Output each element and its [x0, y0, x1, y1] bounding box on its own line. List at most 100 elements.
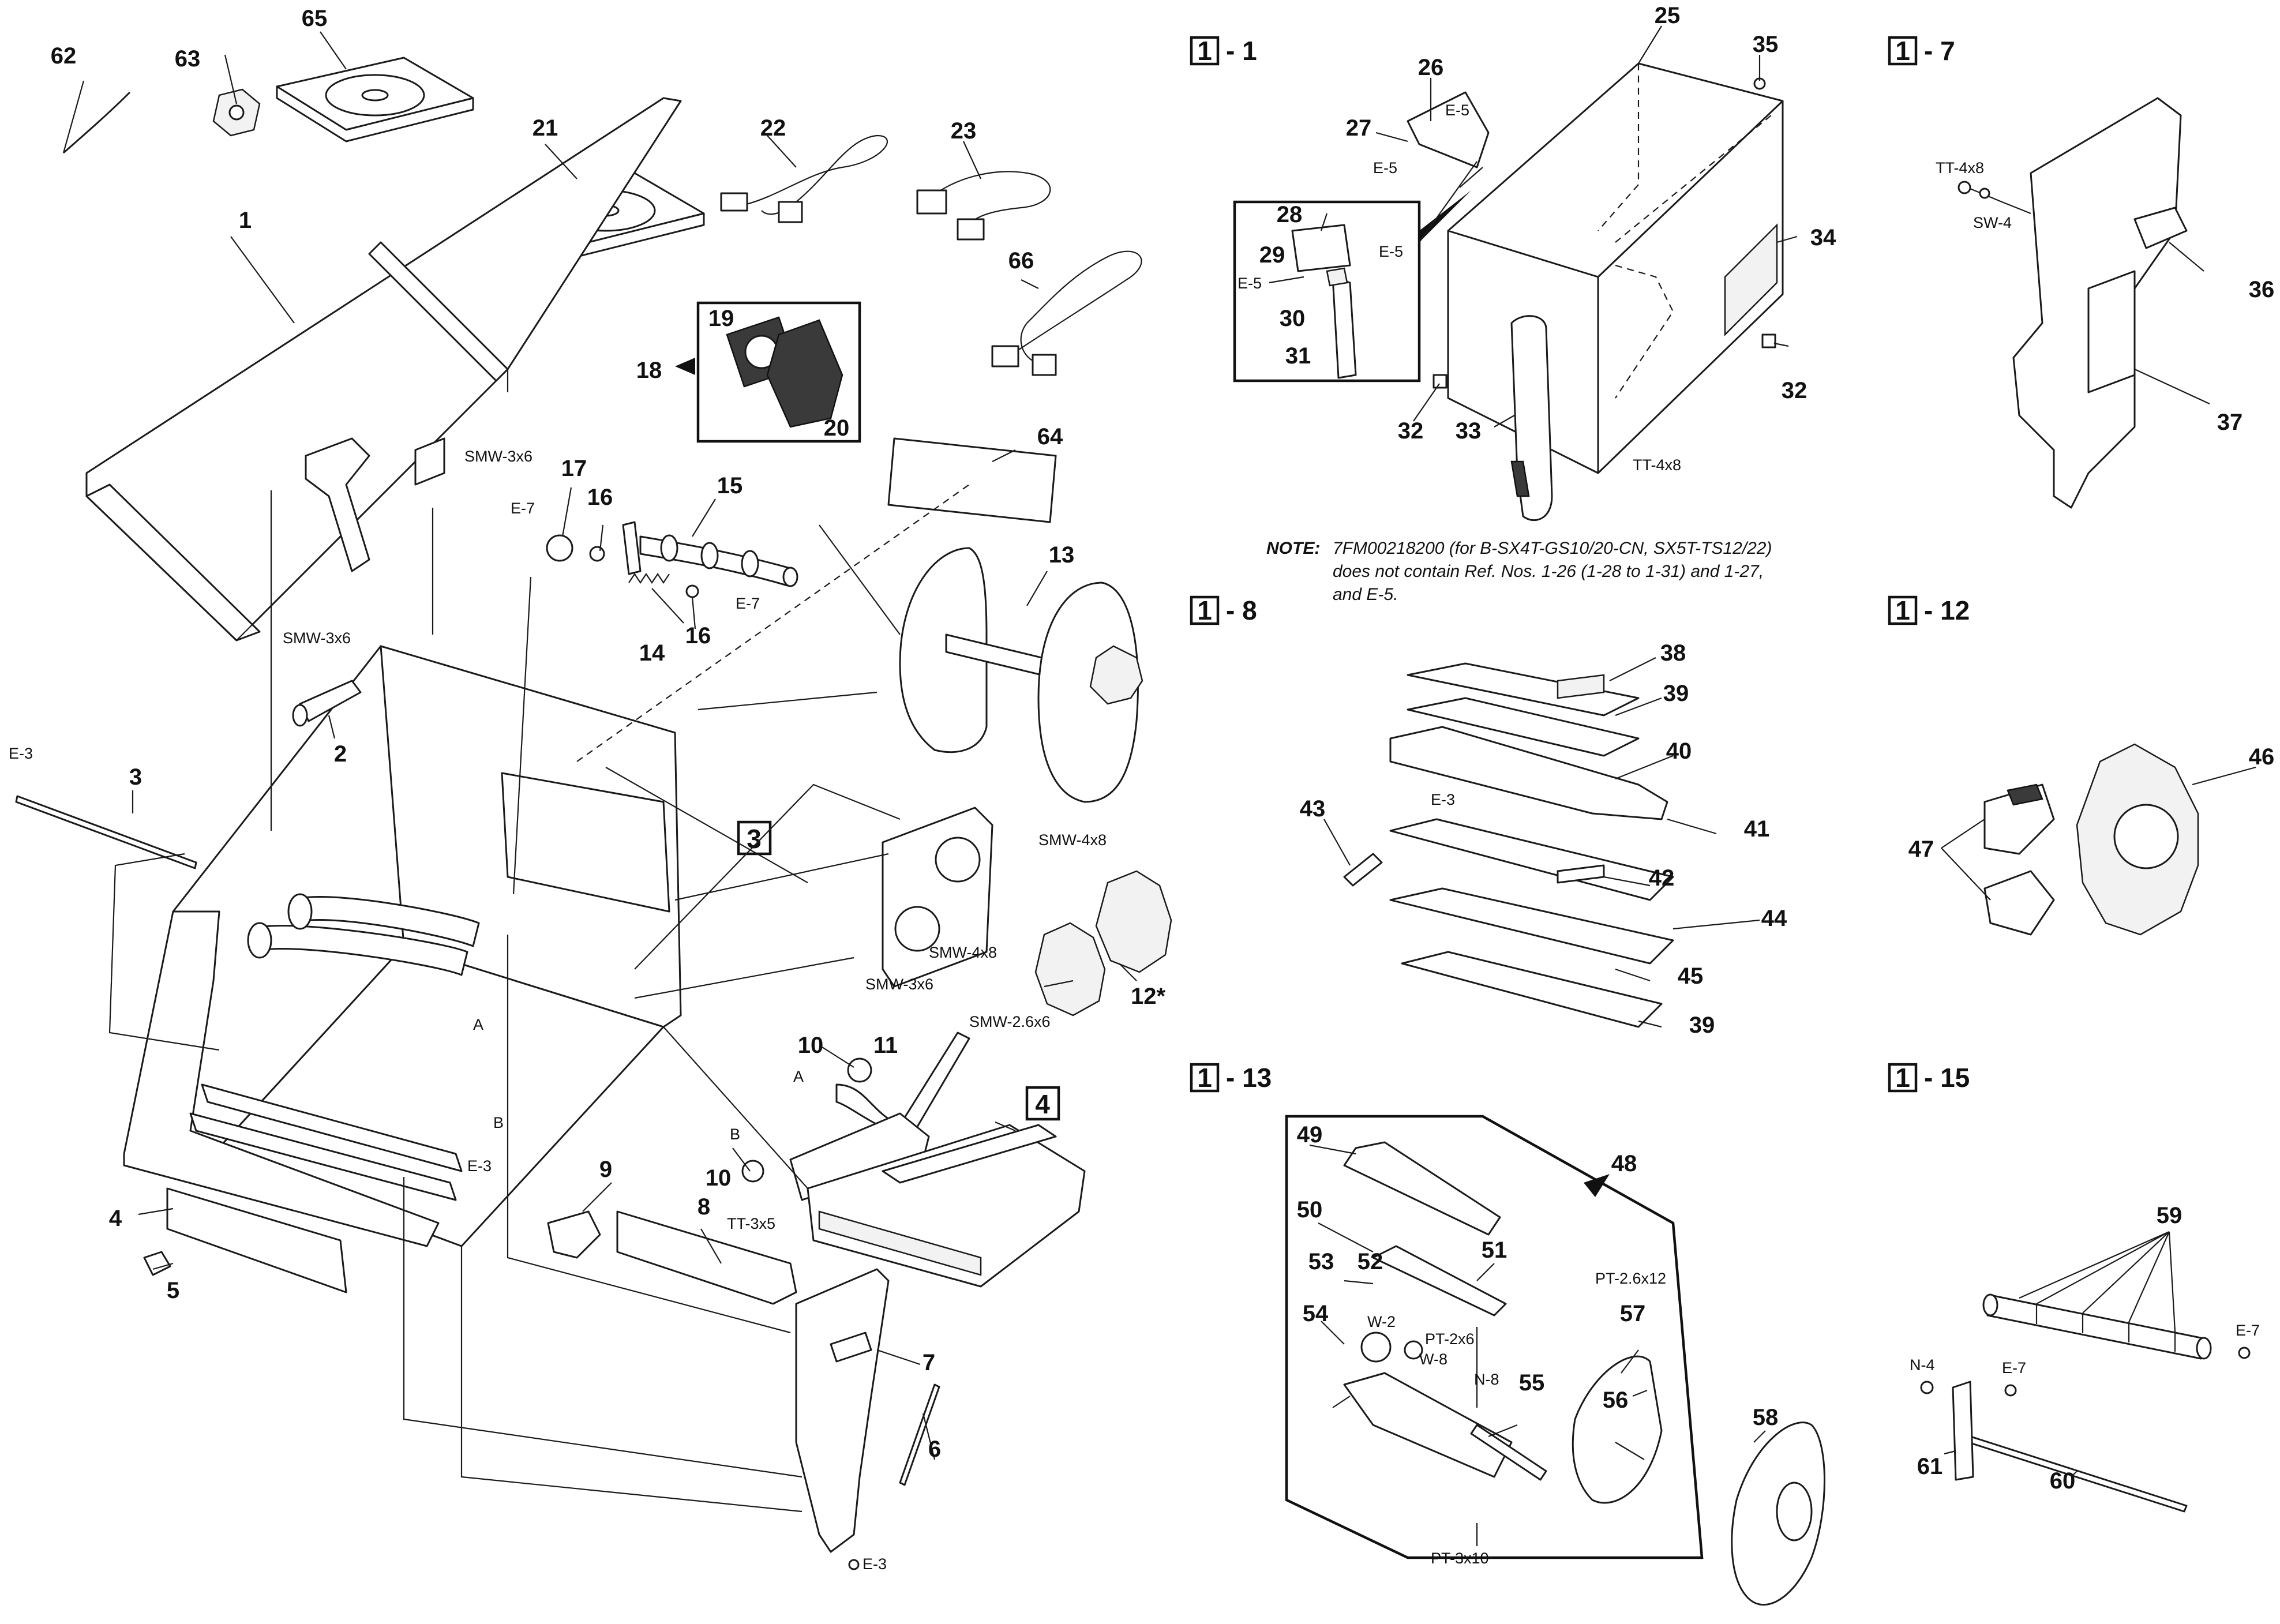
hw-e3-a: E-3 [9, 745, 33, 762]
label-57: 57 [1620, 1301, 1646, 1326]
pointer-48 [1584, 1174, 1610, 1197]
label-61: 61 [1917, 1454, 1943, 1479]
label-12: 12* [1131, 984, 1165, 1009]
sensor-part-2 [292, 680, 362, 727]
e-ring-e3-c [848, 1559, 860, 1570]
washer-part-16b [685, 584, 699, 598]
hw-tt-3x5: TT-3x5 [727, 1215, 775, 1232]
label-36: 36 [2249, 277, 2275, 302]
hw-pt-2.6x12: PT-2.6x12 [1595, 1270, 1666, 1287]
washer-part-17 [546, 534, 573, 562]
label-6: 6 [928, 1437, 941, 1462]
label-46: 46 [2249, 744, 2275, 770]
label-21: 21 [532, 115, 558, 141]
point-a-2: A [793, 1068, 804, 1085]
label-64: 64 [1037, 424, 1063, 449]
bracket-part-7 [795, 1268, 890, 1553]
label-17: 17 [561, 456, 587, 481]
label-47: 47 [1908, 837, 1934, 862]
label-15: 15 [717, 473, 743, 498]
hw-smw-4x8-a: SMW-4x8 [1038, 831, 1107, 849]
flange-part-58 [1731, 1422, 1825, 1606]
rubber-foot-part-32a [1432, 374, 1447, 389]
spring-part-14 [628, 573, 670, 584]
hinge-detail-leader [1419, 161, 1477, 243]
section-1-8-box-num: 1 [1197, 595, 1212, 625]
label-13: 13 [1049, 542, 1075, 568]
section-1-12-box-num: 1 [1895, 595, 1910, 625]
label-26: 26 [1418, 55, 1444, 80]
section-1-8-suffix: - 8 [1226, 595, 1257, 625]
main-frame [123, 645, 682, 1247]
section-1-7-box-num: 1 [1895, 36, 1910, 66]
section-1-1-suffix: - 1 [1226, 36, 1257, 66]
knob-assembly-part-46 [2076, 743, 2199, 936]
roller-shaft-part-15 [622, 521, 798, 587]
hw-e3-c: E-3 [862, 1555, 887, 1573]
label-38: 38 [1660, 640, 1686, 666]
label-35: 35 [1753, 32, 1779, 57]
bushing-part-10a [847, 1057, 872, 1083]
note-label: NOTE: [1266, 539, 1320, 558]
hw-smw-3x6-c: SMW-3x6 [865, 976, 933, 993]
holder-part-47 [1983, 783, 2055, 936]
label-28: 28 [1277, 202, 1303, 227]
label-10a: 10 [798, 1033, 824, 1058]
fan-assembly-box [696, 301, 861, 443]
label-8: 8 [697, 1194, 710, 1220]
guide-part-8 [616, 1210, 797, 1305]
bushing-part-10b [741, 1160, 764, 1183]
section-1-8-leaders [1323, 657, 1760, 1028]
label-2: 2 [334, 741, 347, 767]
label-33: 33 [1456, 418, 1482, 444]
connector-lines [108, 490, 901, 1513]
label-16b: 16 [685, 623, 711, 648]
section-1-13-outline [1285, 1115, 1704, 1559]
hw-e3-b: E-3 [467, 1157, 492, 1175]
point-a-1: A [473, 1016, 483, 1033]
label-11: 11 [873, 1033, 898, 1058]
section-1-1-leaders [1320, 25, 1798, 427]
filter-part-20 [766, 319, 843, 428]
section-1-1-box [1190, 36, 1220, 66]
handle-part-36 [2133, 207, 2188, 249]
label-1: 1 [239, 208, 252, 233]
label-3: 3 [129, 764, 142, 790]
e-ring-e7-d [2238, 1347, 2251, 1359]
label-23: 23 [951, 118, 977, 144]
label-32a: 32 [1398, 418, 1424, 444]
section-1-13-box [1190, 1063, 1220, 1093]
hinge-detail-box [1233, 200, 1421, 382]
label-54: 54 [1303, 1301, 1329, 1326]
cd-case-part-65 [276, 57, 474, 142]
hw-n-4: N-4 [1910, 1356, 1935, 1374]
hinge-part-26 [1407, 91, 1490, 168]
nut-n-4 [1920, 1381, 1934, 1394]
label-44: 44 [1761, 906, 1787, 931]
label-42: 42 [1649, 865, 1675, 891]
label-40: 40 [1666, 738, 1692, 764]
foot-part-5 [143, 1251, 171, 1276]
shaft-part-3 [15, 795, 197, 869]
shaft-part-6 [899, 1383, 940, 1486]
label-29: 29 [1259, 242, 1285, 268]
label-39b: 39 [1689, 1012, 1715, 1038]
section-1-15-leaders [1944, 1231, 2176, 1477]
section-1-7-suffix: - 7 [1924, 36, 1955, 66]
label-30: 30 [1280, 306, 1306, 331]
label-41: 41 [1744, 816, 1770, 842]
label-part-64 [887, 437, 1057, 523]
label-20: 20 [824, 415, 850, 441]
hw-smw-4x8-b: SMW-4x8 [929, 944, 997, 961]
hw-smw-3x6-a: SMW-3x6 [464, 448, 532, 465]
hw-e3-d: E-3 [1431, 791, 1455, 808]
media-holder-part-13 [899, 547, 1143, 803]
hw-w-8: W-8 [1419, 1351, 1447, 1368]
label-31: 31 [1285, 343, 1311, 369]
washer-sw-4 [1979, 187, 1990, 199]
label-63: 63 [175, 46, 201, 72]
label-34: 34 [1810, 225, 1836, 250]
label-59: 59 [2157, 1203, 2182, 1228]
hw-e7-b: E-7 [736, 595, 760, 612]
